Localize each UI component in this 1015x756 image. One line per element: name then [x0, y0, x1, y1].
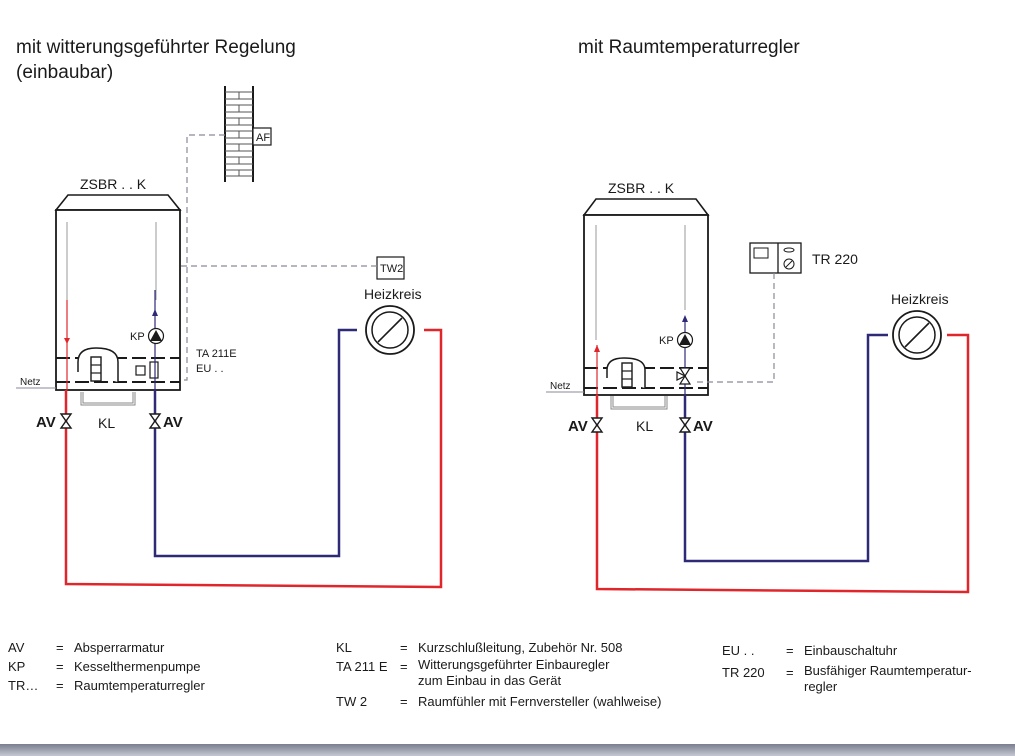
valve-label-left-a: AV [36, 414, 56, 431]
pump-left-label: KP [130, 331, 145, 343]
legend-eq: = [786, 665, 794, 680]
pump-triangle-icon [150, 330, 162, 341]
legend-eq: = [400, 659, 408, 674]
legend-item: KP = Kesselthermenpumpe [8, 657, 205, 676]
legend-item: TR 220 = Busfähiger Raumtemperatur-regler [722, 663, 972, 695]
legend-key: TR… [8, 678, 39, 693]
legend-key: EU . . [722, 643, 755, 658]
legend-column-1: AV=Absperrarmatur KP=Kesselthermenpumpe … [8, 638, 205, 695]
legend-value: Kurzschlußleitung, Zubehör Nr. 508 [418, 640, 623, 655]
left-title-line1: mit witterungsgeführter Regelung [16, 37, 296, 58]
boiler-right [582, 198, 710, 396]
radiator-slash-right [904, 322, 930, 348]
thermostat-label: TR 220 [812, 251, 858, 267]
return-arrow-right-icon [682, 315, 688, 322]
shutoff-valve-left-b [148, 413, 162, 429]
bypass-inner-right [611, 396, 667, 409]
right-title: mit Raumtemperaturregler [578, 37, 800, 58]
valve-label-right-b: AV [693, 418, 713, 435]
legend-value-line2: zum Einbau in das Gerät [418, 673, 562, 688]
legend-key: TA 211 E [336, 659, 388, 674]
shutoff-valve-right-a [590, 417, 604, 433]
controller-label-2: EU . . [196, 363, 224, 375]
flow-arrow-right-icon [594, 345, 600, 352]
shutoff-valve-right-b [678, 417, 692, 433]
radiator-inner-left [371, 311, 409, 349]
heating-circuit-label-right: Heizkreis [891, 291, 949, 307]
legend-value: Absperrarmatur [74, 640, 165, 655]
signal-line-right [697, 273, 775, 383]
pump-right-label: KP [659, 335, 674, 347]
radiator-slash-left [377, 317, 403, 343]
three-way-valve-icon [676, 367, 692, 385]
legend-value: Raumfühler mit Fernversteller (wahlweise… [418, 694, 662, 709]
legend-eq: = [400, 694, 408, 709]
legend-item: TR… = Raumtemperaturregler [8, 676, 205, 695]
shutoff-valve-left-a [59, 413, 73, 429]
return-pipe-left [153, 328, 357, 558]
room-thermostat-icon [749, 242, 802, 274]
legend-key: TW 2 [336, 694, 368, 709]
legend-value: Raumtemperaturregler [74, 678, 205, 693]
flow-pipe-right [595, 333, 970, 594]
radiator-inner-right [898, 316, 936, 354]
legend-value-line2: regler [804, 679, 838, 694]
bypass-inner-left [81, 392, 135, 405]
return-pipe-right [683, 333, 888, 563]
legend-eq: = [56, 678, 64, 693]
flow-pipe-left [64, 328, 443, 589]
legend-key: KP [8, 659, 26, 674]
outdoor-sensor-box [252, 127, 272, 146]
legend-value-line1: Busfähiger Raumtemperatur- [804, 663, 972, 678]
legend-item: TW 2 = Raumfühler mit Fernversteller (wahl… [336, 692, 661, 711]
legend-value: Einbauschaltuhr [804, 643, 898, 658]
mains-label-right: Netz [550, 381, 571, 392]
legend-eq: = [56, 640, 64, 655]
legend-item: KL = Kurzschlußleitung, Zubehör Nr. 508 [336, 638, 661, 657]
valve-label-left-b: AV [163, 414, 183, 431]
bypass-label-right: KL [636, 418, 653, 434]
bypass-line-right [610, 396, 668, 410]
boiler-right-label: ZSBR . . K [608, 180, 675, 196]
mains-label-left: Netz [20, 377, 41, 388]
bypass-line-left [80, 392, 136, 406]
legend-eq: = [786, 643, 794, 658]
return-arrow-icon [152, 309, 158, 316]
legend-column-3: EU . . = Einbauschaltuhr TR 220 = Busfähiger… [722, 641, 972, 695]
pump-triangle-right-icon [679, 334, 691, 345]
heating-circuit-label-left: Heizkreis [364, 286, 422, 302]
legend-eq: = [56, 659, 64, 674]
legend-value: Kesselthermenpumpe [74, 659, 201, 674]
legend-value-line1: Witterungsgeführter Einbauregler [418, 657, 610, 672]
controller-label-1: TA 211E [196, 348, 237, 360]
boiler-left-label: ZSBR . . K [80, 176, 147, 192]
legend-item: EU . . = Einbauschaltuhr [722, 641, 972, 660]
boiler-left [54, 194, 182, 391]
valve-label-right-a: AV [568, 418, 588, 435]
legend-key: TR 220 [722, 665, 765, 680]
legend-key: AV [8, 640, 25, 655]
legend-item: TA 211 E = Witterungsgeführter Einbauregle… [336, 657, 661, 689]
legend-value: Busfähiger Raumtemperatur-regler [804, 663, 972, 695]
outdoor-wall-icon [224, 86, 254, 182]
flow-arrow-icon [64, 338, 70, 344]
legend-key: KL [336, 640, 352, 655]
legend-column-2: KL = Kurzschlußleitung, Zubehör Nr. 508 TA… [336, 638, 661, 711]
signal-lines-left [170, 134, 377, 381]
legend-eq: = [400, 640, 408, 655]
outdoor-sensor-label: AF [256, 132, 270, 144]
bypass-label-left: KL [98, 415, 115, 431]
scan-edge-bar [0, 744, 1015, 756]
left-title-line2: (einbaubar) [16, 62, 113, 83]
room-sensor-label: TW2 [380, 263, 403, 275]
room-sensor-box [376, 256, 405, 280]
legend-item: AV = Absperrarmatur [8, 638, 205, 657]
